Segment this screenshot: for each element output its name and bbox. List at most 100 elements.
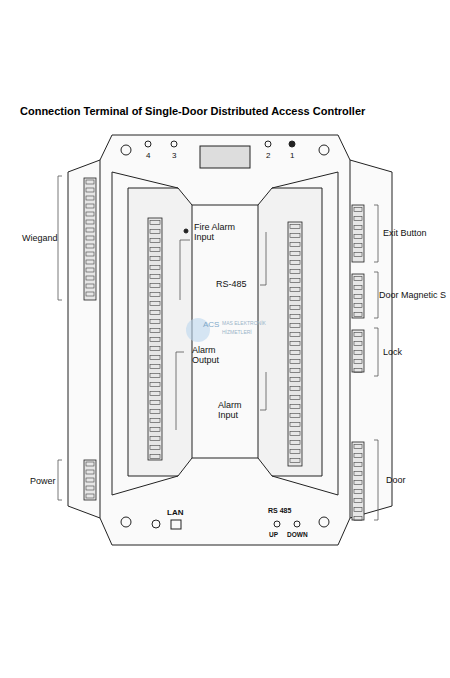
top-connector: [200, 146, 250, 168]
terminal-screw: [150, 455, 160, 459]
terminal-screw: [290, 297, 300, 301]
terminal-screw: [354, 472, 362, 476]
terminal-screw: [290, 270, 300, 274]
mount-hole: [121, 145, 131, 155]
terminal-screw: [150, 419, 160, 423]
terminal-screw: [86, 284, 94, 288]
terminal-screw: [354, 313, 362, 317]
terminal-screw: [354, 217, 362, 221]
terminal-screw: [354, 253, 362, 257]
terminal-screw: [290, 378, 300, 382]
port-label: Alarm Output: [192, 345, 242, 366]
watermark: ACS: [203, 320, 219, 329]
terminal-screw: [290, 342, 300, 346]
terminal-screw: [150, 275, 160, 279]
indicator-led: [145, 141, 151, 147]
terminal-screw: [86, 268, 94, 272]
terminal-screw: [354, 244, 362, 248]
terminal-screw: [86, 220, 94, 224]
terminal-screw: [354, 295, 362, 299]
terminal-screw: [354, 342, 362, 346]
callout-number: 1: [290, 151, 294, 160]
terminal-screw: [150, 284, 160, 288]
callout-number: 4: [146, 151, 150, 160]
terminal-block: [84, 460, 96, 500]
terminal-screw: [290, 423, 300, 427]
terminal-screw: [150, 347, 160, 351]
bracket: [58, 176, 62, 300]
terminal-screw: [354, 463, 362, 467]
bracket: [58, 460, 62, 500]
terminal-screw: [86, 462, 94, 466]
mount-hole: [319, 145, 329, 155]
terminal-screw: [150, 446, 160, 450]
terminal-screw: [150, 311, 160, 315]
terminal-screw: [290, 333, 300, 337]
terminal-screw: [150, 356, 160, 360]
indicator-dot: [184, 229, 188, 233]
terminal-screw: [290, 225, 300, 229]
terminal-screw: [86, 252, 94, 256]
terminal-screw: [290, 306, 300, 310]
leader-line: [176, 352, 184, 430]
terminal-screw: [354, 226, 362, 230]
terminal-screw: [86, 470, 94, 474]
terminal-screw: [150, 293, 160, 297]
terminal-screw: [290, 243, 300, 247]
terminal-screw: [354, 490, 362, 494]
terminal-screw: [86, 486, 94, 490]
terminal-block: [148, 218, 162, 460]
terminal-screw: [354, 235, 362, 239]
diagram-title: Connection Terminal of Single-Door Distr…: [20, 105, 365, 117]
terminal-screw: [86, 244, 94, 248]
port-label: Exit Button: [383, 228, 427, 238]
terminal-screw: [150, 383, 160, 387]
port-label: RS-485: [216, 279, 247, 289]
terminal-screw: [86, 494, 94, 498]
right-panel: [258, 188, 322, 476]
terminal-screw: [290, 369, 300, 373]
terminal-screw: [150, 410, 160, 414]
terminal-block: [352, 442, 364, 520]
terminal-screw: [354, 499, 362, 503]
terminal-screw: [86, 276, 94, 280]
terminal-screw: [150, 248, 160, 252]
panel-bevel: [112, 172, 338, 495]
terminal-screw: [354, 517, 362, 521]
terminal-screw: [354, 360, 362, 364]
inner-frame: [112, 172, 338, 495]
callout-brackets: [58, 176, 378, 520]
terminal-screw: [290, 432, 300, 436]
terminal-screw: [354, 508, 362, 512]
terminal-block: [352, 205, 364, 262]
terminal-screw: [150, 338, 160, 342]
device-body: [68, 135, 392, 545]
terminal-screw: [150, 401, 160, 405]
bracket: [374, 272, 378, 318]
terminal-screw: [290, 279, 300, 283]
terminal-screw: [150, 221, 160, 225]
terminal-screw: [354, 333, 362, 337]
terminal-screw: [290, 387, 300, 391]
terminal-screw: [86, 204, 94, 208]
terminal-screw: [150, 428, 160, 432]
port-label: Lock: [383, 347, 402, 357]
reset-button: [152, 520, 160, 528]
switch-label: DOWN: [287, 531, 308, 538]
terminal-screw: [354, 286, 362, 290]
terminal-screw: [86, 236, 94, 240]
terminal-screw: [150, 374, 160, 378]
terminal-screw: [150, 392, 160, 396]
terminal-screw: [354, 304, 362, 308]
leader-line: [260, 232, 266, 285]
terminal-screw: [354, 208, 362, 212]
housing-outline: [68, 135, 392, 545]
rail-edge: [100, 160, 350, 518]
terminal-screw: [354, 445, 362, 449]
port-label: Wiegand: [22, 233, 58, 243]
port-label: Door: [386, 475, 406, 485]
bracket: [374, 205, 378, 262]
terminal-screw: [354, 277, 362, 281]
left-panel: [128, 188, 192, 476]
